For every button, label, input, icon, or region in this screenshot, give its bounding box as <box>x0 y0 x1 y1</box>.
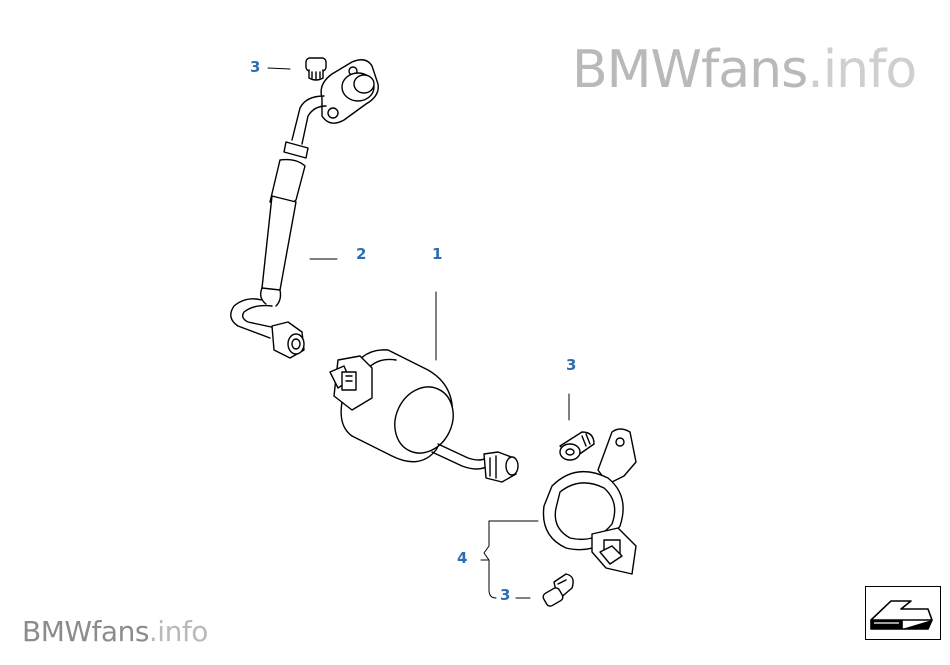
watermark-domain: .info <box>807 40 917 100</box>
leader-lines <box>267 67 570 599</box>
part-4-clamp <box>542 428 637 575</box>
part-2-pressure-line <box>230 59 379 359</box>
callout-4: 4 <box>457 549 468 567</box>
part-3-bolt-bracket <box>559 431 595 461</box>
callout-3-bracket: 3 <box>566 356 577 374</box>
part-3-bolt-bottom <box>542 573 574 607</box>
watermark-large: BMWfans.info <box>572 44 917 96</box>
part-3-bolt-top <box>305 57 327 81</box>
arrow-return-icon <box>870 600 933 630</box>
watermark-small: BMWfans.info <box>22 618 208 646</box>
callout-1: 1 <box>432 245 443 263</box>
callout-3-top: 3 <box>250 58 261 76</box>
watermark-brand-small: BMWfans <box>22 615 149 648</box>
watermark-domain-small: .info <box>148 615 208 648</box>
back-navigation-button[interactable] <box>865 586 941 640</box>
callout-3-bottom: 3 <box>500 586 511 604</box>
part-1-dryer <box>329 349 519 483</box>
watermark-brand: BMWfans <box>572 40 808 100</box>
callout-2: 2 <box>356 245 367 263</box>
